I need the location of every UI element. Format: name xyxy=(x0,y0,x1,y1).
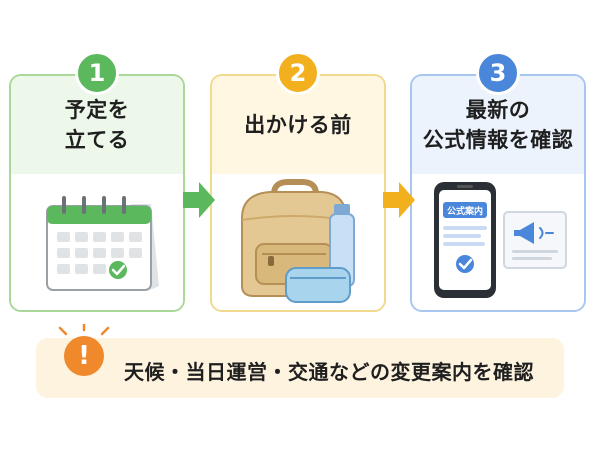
step-title: 出かける前 xyxy=(244,110,352,140)
notice-banner: 天候・当日運営・交通などの変更案内を確認 xyxy=(36,338,564,398)
step-title-line: 出かける前 xyxy=(244,113,352,137)
phone-badge-label: 公式案内 xyxy=(447,205,483,217)
step-card-illustration: 公式案内 xyxy=(412,174,584,310)
arrow-right-icon xyxy=(183,182,215,218)
smartphone-announcement-icon: 公式案内 xyxy=(434,182,567,298)
calendar-icon xyxy=(46,196,159,291)
step-card-illustration xyxy=(11,174,183,310)
alert-sparkle-icon xyxy=(58,324,110,336)
step-title-line: 立てる xyxy=(64,128,130,152)
arrow-right-icon xyxy=(383,182,415,218)
backpack-icon xyxy=(241,179,355,303)
step-title-line: 公式情報を確認 xyxy=(422,128,574,152)
notice-text: 天候・当日運営・交通などの変更案内を確認 xyxy=(124,360,534,384)
step-number-badge: 1 xyxy=(75,51,119,95)
step-card-check-official-info: 最新の 公式情報を確認 公式案内 xyxy=(410,74,586,312)
exclamation-icon: ! xyxy=(64,336,104,376)
step-title-line: 予定を xyxy=(64,98,130,122)
step-card-plan: 予定を 立てる xyxy=(9,74,185,312)
step-card-illustration xyxy=(212,174,384,310)
step-title: 最新の 公式情報を確認 xyxy=(423,95,574,155)
step-title: 予定を 立てる xyxy=(65,95,130,155)
step-card-before-leaving: 出かける前 xyxy=(210,74,386,312)
step-number-badge: 3 xyxy=(476,51,520,95)
step-number-badge: 2 xyxy=(276,51,320,95)
step-title-line: 最新の xyxy=(465,98,531,122)
